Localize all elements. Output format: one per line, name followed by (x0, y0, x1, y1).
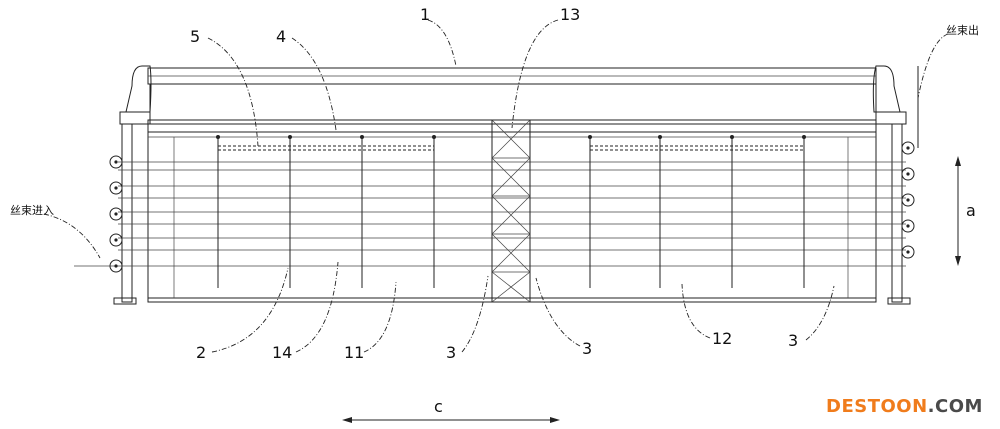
label-4: 4 (276, 27, 286, 46)
label-a: a (966, 201, 976, 220)
label-c: c (434, 397, 443, 416)
label-2: 2 (196, 343, 206, 362)
label-5: 5 (190, 27, 200, 46)
tank-body (147, 119, 877, 303)
label-14: 14 (272, 343, 292, 362)
leader-lines (43, 19, 949, 353)
right-rollers (901, 141, 915, 259)
tow-lines (74, 66, 919, 267)
watermark: DESTOON.COM (826, 396, 983, 417)
label-11: 11 (344, 343, 364, 362)
tow-in-label: 丝束进入 (10, 204, 54, 217)
guide-rods (216, 135, 806, 288)
label-3-right: 3 (788, 331, 798, 350)
label-13: 13 (560, 5, 580, 24)
watermark-part2: .COM (927, 396, 983, 417)
dimension-a (955, 156, 961, 266)
tow-out-label: 丝束出 (946, 23, 979, 37)
dimension-c (342, 417, 560, 423)
support-columns (113, 111, 911, 305)
left-rollers (109, 155, 123, 273)
label-3-left: 3 (446, 343, 456, 362)
label-1: 1 (420, 5, 430, 24)
center-partition (491, 119, 531, 303)
watermark-part1: DESTOON (826, 396, 928, 417)
top-frame (125, 65, 901, 120)
label-3-mid: 3 (582, 339, 592, 358)
chain-rails (218, 145, 804, 151)
label-12: 12 (712, 329, 732, 348)
